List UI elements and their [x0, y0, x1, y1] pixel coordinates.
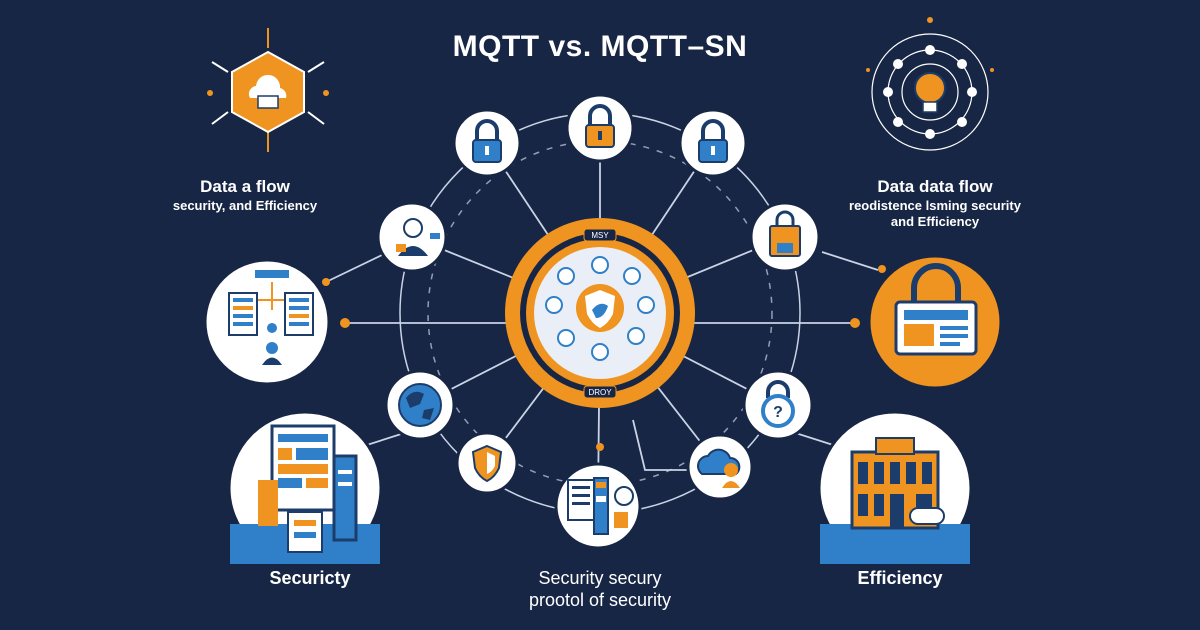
padlock-question-icon: ?	[761, 380, 795, 428]
bottom-left-label: Securicty	[269, 568, 351, 588]
right-label-subheading: reodistence lsming security	[849, 198, 1021, 213]
padlock-icon	[698, 119, 728, 163]
top-right-emblem	[866, 17, 994, 151]
central-hub: MSY DROY	[505, 218, 695, 408]
hub-badge-top: MSY	[591, 231, 609, 240]
bottom-center-label-2: prootol of security	[528, 590, 672, 610]
hub-badge-bottom: DROY	[588, 388, 612, 397]
page-title: MQTT vs. MQTT–SN	[452, 30, 748, 63]
person-document-icon	[396, 218, 440, 256]
right-label-subheading-2: and Efficiency	[890, 214, 980, 229]
building-icon	[820, 437, 970, 564]
clipboard-process-icon	[567, 477, 634, 535]
connector-dots	[322, 127, 886, 451]
left-label-subheading: security, and Efficiency	[172, 198, 318, 213]
shield-cloud-icon	[231, 50, 305, 134]
padlock-node-right[interactable]	[678, 108, 748, 178]
badge-top-bg	[583, 228, 617, 242]
bottom-right-label: Efficiency	[857, 568, 943, 588]
ring-node-bottom-right[interactable]	[686, 433, 754, 501]
ring-node-bottom-left[interactable]	[455, 431, 519, 495]
padlock-icon	[585, 104, 615, 148]
bottom-node-left[interactable]	[227, 410, 383, 566]
bottom-center-label: Security secury	[538, 568, 662, 588]
side-node-right[interactable]	[867, 254, 1003, 390]
ring-node-left-lower[interactable]	[384, 369, 456, 441]
bottom-node-center[interactable]	[554, 462, 642, 550]
shopping-bag-icon	[769, 210, 801, 257]
ring-node-right-upper[interactable]	[749, 201, 821, 273]
shield-icon	[471, 444, 503, 483]
padlock-monitor-icon	[894, 263, 978, 356]
flowchart-icon	[228, 270, 314, 365]
badge-bottom-bg	[583, 385, 617, 399]
cloud-user-icon	[697, 448, 741, 488]
padlock-node-left[interactable]	[452, 108, 522, 178]
ring-node-left-upper[interactable]	[376, 201, 448, 273]
hub-nodes	[545, 256, 655, 361]
left-label-heading: Data a flow	[200, 177, 290, 196]
globe-icon	[398, 383, 442, 427]
right-label-heading: Data data flow	[877, 177, 993, 196]
padlock-node-center[interactable]	[565, 93, 635, 163]
ring-node-right-lower[interactable]: ?	[742, 369, 814, 441]
shield-network-icon	[576, 284, 624, 332]
server-documents-icon	[230, 424, 380, 564]
bottom-node-right[interactable]	[817, 410, 973, 566]
top-left-emblem	[207, 28, 329, 152]
svg-text:?: ?	[773, 404, 783, 421]
lightbulb-orbit-icon	[914, 72, 946, 113]
side-node-left[interactable]	[203, 258, 331, 386]
padlock-icon	[472, 119, 502, 163]
